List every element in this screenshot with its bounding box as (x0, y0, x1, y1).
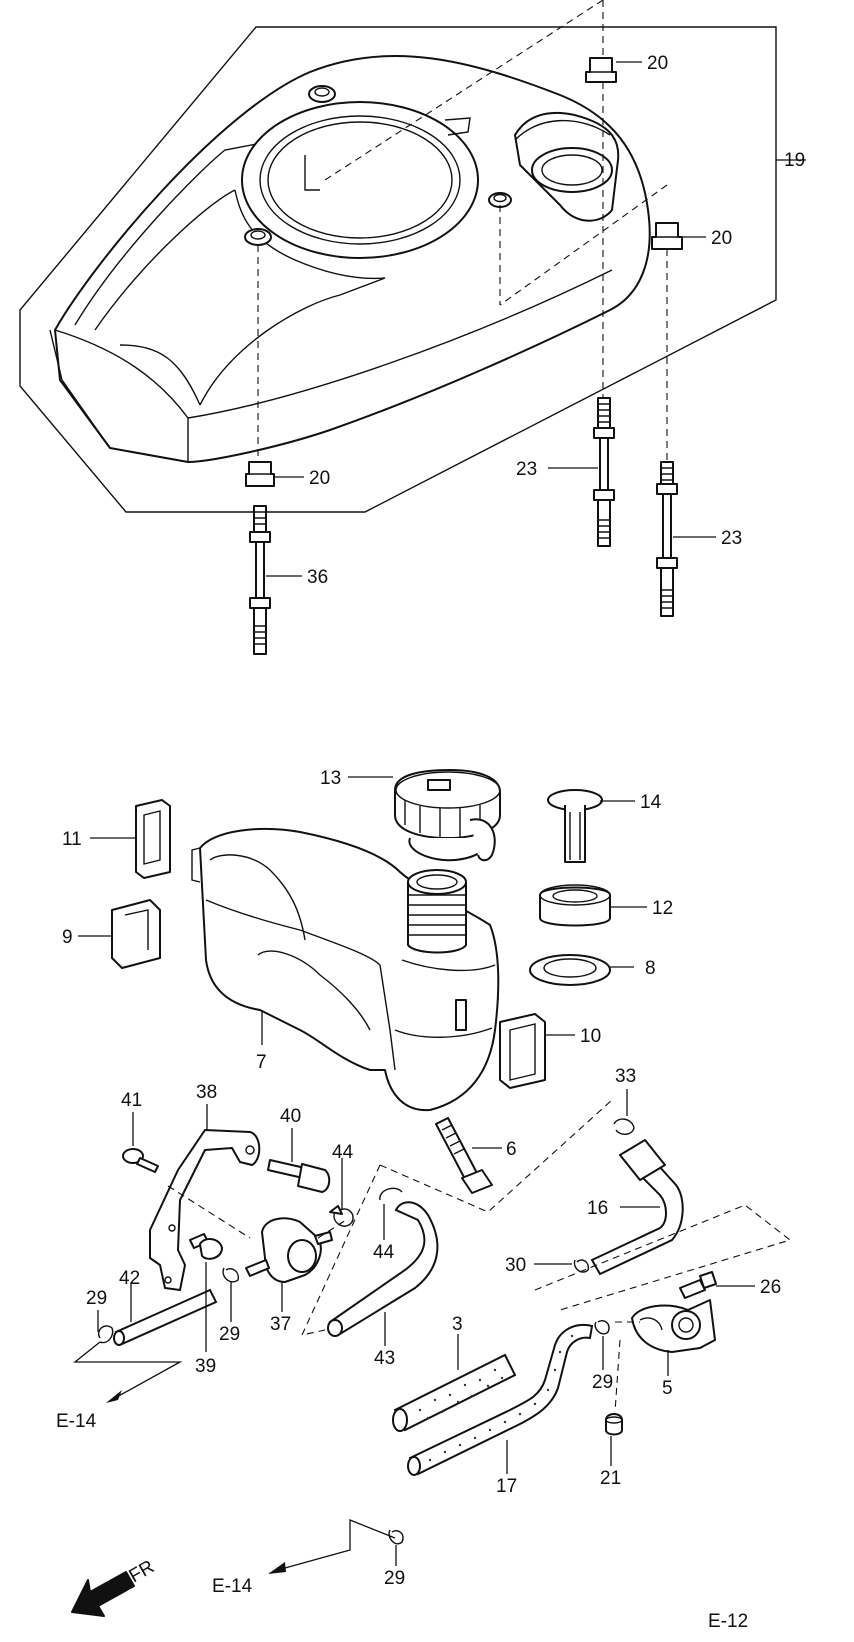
upper-assembly-lines (257, 0, 668, 462)
clip-44-lower (379, 1187, 403, 1201)
label-37: 37 (270, 1314, 291, 1335)
label-38: 38 (196, 1082, 217, 1103)
shroud-group-outline (19, 26, 806, 513)
label-5: 5 (662, 1378, 673, 1399)
label-36: 36 (307, 567, 328, 588)
bracket (149, 1129, 261, 1291)
bolt-40 (267, 1159, 331, 1193)
label-13: 13 (320, 768, 341, 789)
ref-label-e14-left: E-14 (56, 1411, 97, 1432)
label-44-lower: 44 (373, 1242, 395, 1263)
tank-nut (539, 884, 611, 927)
clip-29-b (222, 1267, 240, 1283)
stud-bolt-23-left (593, 397, 615, 547)
front-direction-arrow-icon (71, 1571, 135, 1617)
label-26: 26 (760, 1277, 781, 1298)
label-12: 12 (652, 898, 673, 919)
label-11: 11 (62, 829, 82, 850)
label-29-bottom: 29 (384, 1568, 405, 1589)
fuel-strainer (547, 789, 603, 863)
page-reference: E-12 (708, 1611, 748, 1632)
hose-3 (392, 1353, 517, 1432)
label-21: 21 (600, 1468, 621, 1489)
stud-bolt-36 (249, 505, 271, 655)
clip-30 (573, 1259, 590, 1273)
label-17: 17 (496, 1476, 517, 1497)
label-23-left: 23 (516, 459, 537, 480)
ref-label-e14-bottom: E-14 (212, 1576, 253, 1597)
hose-42 (113, 1288, 218, 1346)
label-7: 7 (256, 1052, 267, 1073)
label-9: 9 (62, 927, 73, 948)
grommet-20-bottom (245, 461, 275, 487)
lower-assembly-lines (167, 1099, 792, 1413)
label-42: 42 (119, 1268, 140, 1289)
label-29-pump: 29 (592, 1372, 613, 1393)
cushion-10 (499, 1013, 546, 1089)
grommet-20-top (585, 57, 617, 83)
clip-29-a (98, 1325, 114, 1344)
ref-arrow-e14-left (73, 1341, 183, 1403)
label-16: 16 (587, 1198, 608, 1219)
label-23-right: 23 (721, 528, 742, 549)
label-33: 33 (615, 1066, 636, 1087)
fuel-valve (245, 1217, 333, 1283)
label-8: 8 (645, 958, 656, 979)
hose-17 (407, 1324, 594, 1476)
stud-bolt-23-right (656, 461, 678, 617)
lower-leaders (78, 776, 755, 1566)
label-29-valve: 29 (219, 1324, 240, 1345)
label-6: 6 (506, 1139, 517, 1160)
cap-21 (605, 1413, 623, 1436)
label-40: 40 (280, 1106, 301, 1127)
hose-16 (590, 1139, 684, 1276)
label-41: 41 (121, 1090, 142, 1111)
bolt-26 (679, 1271, 717, 1299)
hose-43 (327, 1201, 439, 1337)
label-3: 3 (452, 1314, 463, 1335)
clip-33 (613, 1118, 635, 1135)
fan-shroud (49, 54, 651, 463)
label-20-right: 20 (711, 228, 732, 249)
screw-41 (122, 1148, 159, 1173)
fuel-pump (631, 1299, 716, 1353)
bolt-39 (189, 1233, 223, 1260)
label-30: 30 (505, 1255, 526, 1276)
fuel-cap (394, 769, 501, 862)
label-44-upper: 44 (332, 1142, 354, 1163)
label-39: 39 (195, 1356, 216, 1377)
gasket (529, 954, 611, 986)
label-20-top: 20 (647, 53, 668, 74)
label-14: 14 (640, 792, 662, 813)
cushion-11 (135, 799, 171, 879)
part-labels: 19 20 20 20 23 23 36 13 14 11 12 9 8 10 … (56, 53, 805, 1632)
clip-29-d (388, 1529, 404, 1545)
ref-arrow-e14-bottom (268, 1519, 396, 1574)
grommet-20-right (651, 222, 683, 250)
fuel-tank (191, 827, 500, 1112)
label-19: 19 (784, 150, 805, 171)
label-43: 43 (374, 1348, 395, 1369)
cushion-9 (111, 899, 161, 969)
label-20-bottom: 20 (309, 468, 330, 489)
tank-bolt (435, 1117, 493, 1194)
label-29-left: 29 (86, 1288, 107, 1309)
upper-leaders (266, 61, 716, 577)
label-10: 10 (580, 1026, 601, 1047)
clip-29-c (594, 1320, 610, 1335)
clip-44-upper (329, 1205, 354, 1227)
